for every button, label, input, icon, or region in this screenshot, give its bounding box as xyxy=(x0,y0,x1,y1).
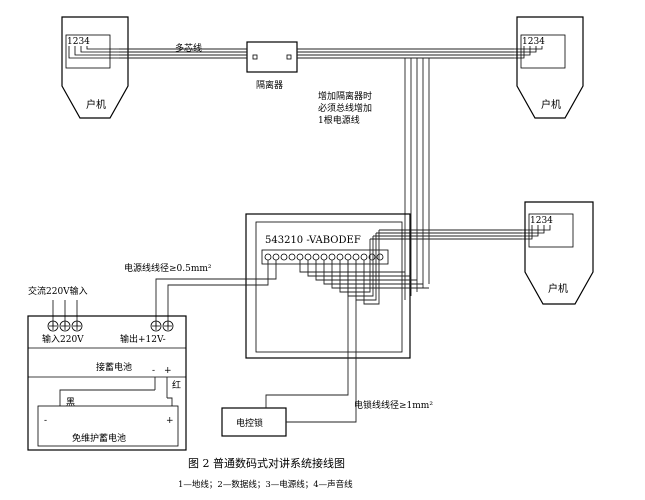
battery-minus: - xyxy=(44,416,47,426)
terminal-numbers: 1234 xyxy=(67,37,90,47)
output-terminals xyxy=(150,320,174,332)
note-line-2: 必须总线增加 xyxy=(318,102,372,114)
indoor-unit-top-right: 1234 户机 xyxy=(514,16,584,119)
bus-wires-mid-right xyxy=(370,229,522,240)
terminal-numbers: 1234 xyxy=(522,37,545,47)
lock-label: 电控锁 xyxy=(236,417,263,429)
lock-wires xyxy=(265,260,357,423)
input-terminals xyxy=(47,320,83,332)
unit-label: 户机 xyxy=(548,282,568,295)
terminal-numbers: 1234 xyxy=(530,216,553,226)
battery-plus: + xyxy=(166,416,174,426)
multi-core-wire-label: 多芯线 xyxy=(175,42,202,54)
isolator-note: 增加隔离器时 必须总线增加 1根电源线 xyxy=(318,90,372,126)
note-line-1: 增加隔离器时 xyxy=(318,90,372,102)
red-lead-label: 红 xyxy=(172,379,181,391)
bus-wires-right-top xyxy=(297,48,514,59)
plus-sign: + xyxy=(164,366,172,376)
controller-unit: 543210 -VABODEF xyxy=(245,213,411,359)
bus-wires-vertical xyxy=(404,58,430,300)
isolator: 隔离器 xyxy=(246,41,298,91)
unit-label: 户机 xyxy=(541,98,561,111)
controller-terminal-label: 543210 -VABODEF xyxy=(265,235,361,246)
battery-label: 免维护蓄电池 xyxy=(72,432,126,444)
indoor-unit-mid-right: 1234 户机 xyxy=(522,201,594,305)
note-line-3: 1根电源线 xyxy=(318,114,360,126)
figure-legend: 1—地线；2—数据线；3—电源线；4—声音线 xyxy=(178,479,353,490)
lock-wire-gauge-label: 电锁线线径≥1mm² xyxy=(354,399,433,411)
power-wires xyxy=(155,260,277,326)
minus-sign: - xyxy=(152,366,155,376)
input-220v-label: 输入220V xyxy=(42,333,84,345)
indoor-unit-top-left: 1234 户机 xyxy=(61,16,129,119)
power-wire-gauge-label: 电源线线径≥0.5mm² xyxy=(124,262,212,274)
ac-input-label: 交流220V输入 xyxy=(28,285,88,297)
isolator-label: 隔离器 xyxy=(256,79,283,91)
controller-output-wires xyxy=(299,230,429,305)
unit-label: 户机 xyxy=(86,98,106,111)
ac-input-wires xyxy=(52,300,78,326)
bus-wires-left xyxy=(119,48,247,59)
electric-lock: 电控锁 xyxy=(221,407,287,437)
power-supply: 输入220V 输出+12V- 接蓄电池 - + 红 黑 - + 免维护蓄电池 xyxy=(27,315,187,451)
black-lead-label: 黑 xyxy=(66,397,75,408)
figure-caption: 图 2 普通数码式对讲系统接线图 xyxy=(188,456,345,470)
output-12v-label: 输出+12V- xyxy=(120,333,166,345)
battery-connection-label: 接蓄电池 xyxy=(96,361,132,373)
